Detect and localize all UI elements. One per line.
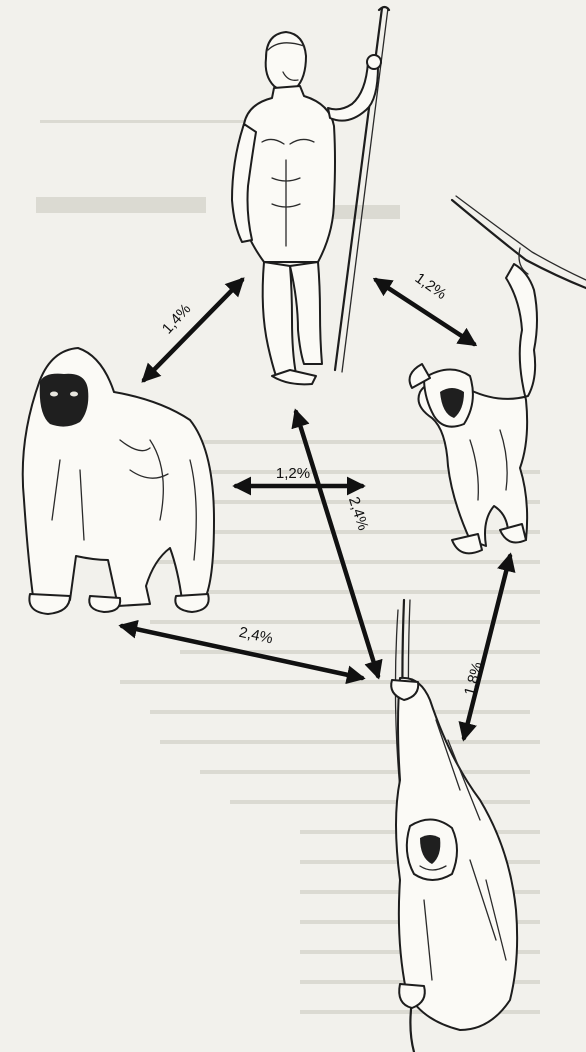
human-figure-icon <box>232 7 389 384</box>
label-chimp-orangutan: 1,8% <box>461 660 486 697</box>
arrow-human-orangutan <box>296 412 378 676</box>
label-human-chimp: 1,2% <box>412 270 450 304</box>
chimpanzee-figure-icon <box>410 196 586 553</box>
gorilla-figure-icon <box>23 348 214 614</box>
label-gorilla-orangutan: 2,4% <box>237 624 274 648</box>
label-gorilla-chimp: 1,2% <box>276 465 310 482</box>
arrow-human-gorilla <box>144 280 242 380</box>
orangutan-figure-icon <box>391 600 517 1052</box>
